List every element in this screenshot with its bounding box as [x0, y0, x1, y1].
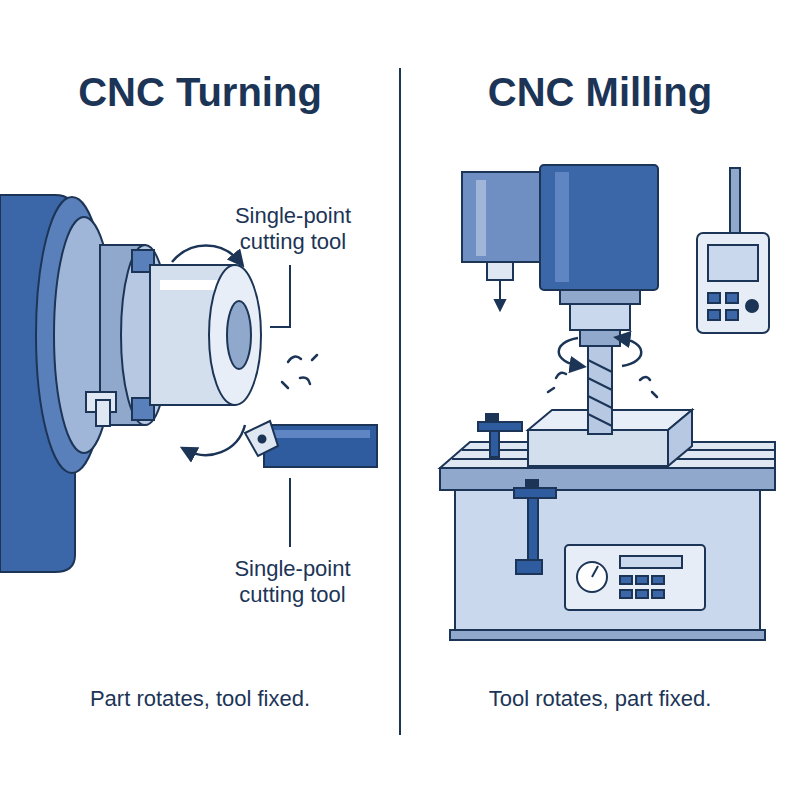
cutting-tool	[270, 430, 370, 438]
clamp	[490, 431, 499, 457]
metal-chips	[300, 378, 310, 384]
end-mill	[588, 346, 612, 434]
workpiece-block	[528, 430, 668, 466]
machine-base	[620, 576, 632, 584]
clamp	[478, 414, 556, 574]
control-pendant	[708, 293, 720, 303]
metal-chips	[312, 355, 317, 360]
rotation-arrow	[559, 338, 642, 366]
end-mill	[588, 346, 612, 434]
divider-line	[400, 68, 401, 735]
caption: Part rotates, tool fixed.	[20, 686, 380, 712]
cutting-tool	[264, 425, 377, 467]
mill-head	[570, 304, 630, 330]
control-pendant	[708, 245, 758, 281]
metal-chips	[640, 377, 650, 380]
metal-chips	[548, 388, 554, 392]
clamp	[528, 498, 538, 560]
cutting-tool	[245, 421, 377, 467]
clamp	[486, 414, 498, 422]
callout-label: Single-point cutting tool	[213, 203, 373, 256]
machine-base	[652, 576, 664, 584]
mill-head	[487, 262, 513, 280]
workpiece-cylinder	[150, 265, 261, 405]
cutting-tool	[259, 436, 266, 443]
machine-base	[620, 556, 682, 568]
machine-base	[652, 590, 664, 598]
lathe-headstock	[0, 195, 114, 572]
machine-base	[577, 562, 607, 592]
leader-line	[270, 265, 290, 547]
rotation-arrow	[559, 338, 580, 366]
cutting-tool	[245, 421, 278, 456]
rotation-arrow	[186, 425, 245, 455]
clamp	[516, 560, 542, 574]
metal-chips	[548, 373, 657, 397]
divider-line	[399, 68, 401, 735]
machine-table	[440, 468, 775, 490]
metal-chips	[288, 357, 301, 362]
clamp	[478, 422, 522, 431]
machine-base	[592, 566, 598, 577]
machine-base	[636, 590, 648, 598]
machine-base	[450, 490, 765, 640]
control-pendant	[726, 293, 738, 303]
control-pendant	[697, 168, 769, 333]
mill-head	[540, 165, 658, 290]
control-pendant	[708, 310, 720, 320]
panel-heading: CNC Turning	[10, 68, 390, 116]
lathe-chuck	[96, 400, 110, 426]
control-pendant	[730, 168, 740, 234]
mill-head	[495, 300, 505, 310]
metal-chips	[556, 373, 566, 378]
mill-head	[462, 165, 658, 346]
mill-head	[555, 172, 569, 282]
workpiece-cylinder	[160, 280, 220, 290]
machine-base	[636, 576, 648, 584]
machine-base	[620, 590, 632, 598]
mill-head	[580, 330, 620, 346]
control-pendant	[746, 300, 758, 312]
control-pendant	[726, 310, 738, 320]
clamp	[526, 480, 538, 488]
mill-head	[560, 290, 640, 304]
metal-chips	[652, 392, 657, 397]
rotation-arrow	[172, 246, 245, 456]
workpiece-block	[668, 410, 692, 466]
callout-label: Single-point cutting tool	[210, 556, 375, 609]
caption: Tool rotates, part fixed.	[420, 686, 780, 712]
panel-heading: CNC Milling	[410, 68, 790, 116]
machine-base	[565, 545, 705, 610]
machine-base	[455, 490, 760, 635]
control-pendant	[697, 233, 769, 333]
rotation-arrow	[620, 338, 641, 366]
metal-chips	[282, 355, 317, 388]
end-mill	[588, 360, 612, 426]
mill-head	[476, 180, 486, 256]
clamp	[514, 488, 556, 498]
workpiece-cylinder	[209, 265, 261, 405]
metal-chips	[282, 382, 288, 388]
leader-line	[289, 478, 291, 547]
workpiece-cylinder	[227, 301, 251, 369]
leader-line	[270, 265, 290, 327]
rotation-arrow	[172, 246, 240, 263]
mill-head	[462, 172, 542, 262]
mill-head	[499, 280, 501, 300]
machine-base	[450, 630, 765, 640]
